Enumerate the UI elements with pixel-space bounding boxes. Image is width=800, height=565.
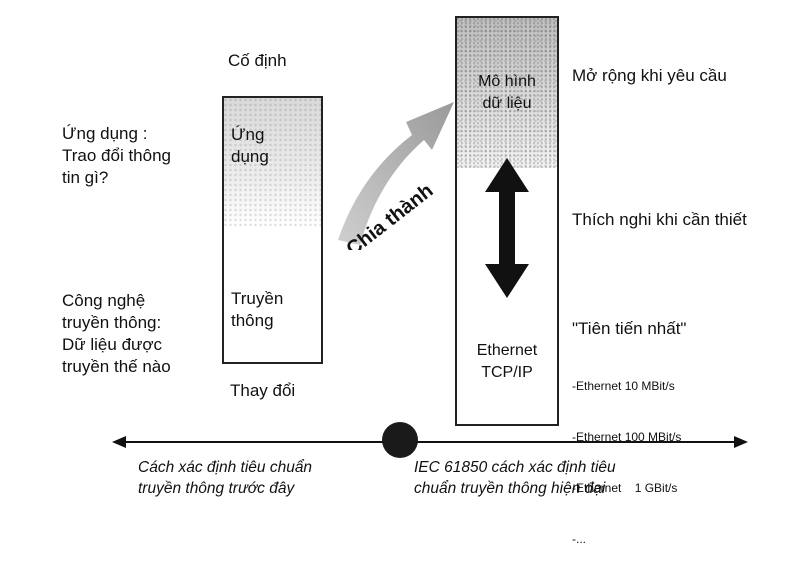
data-model-shading <box>457 18 557 168</box>
state-of-the-art-label: "Tiên tiến nhất" <box>572 319 687 338</box>
data-model-label: Mô hình dữ liệu <box>457 71 557 115</box>
iec61850-caption: IEC 61850 cách xác định tiêu chuẩn truyề… <box>414 457 616 499</box>
split-arrow: Chia thành <box>338 102 454 250</box>
legacy-communication-line-1: Truyền <box>231 289 284 308</box>
double-arrow-icon <box>485 158 529 298</box>
communication-line-2: truyền thông: <box>62 313 162 332</box>
legacy-communication-line-2: thông <box>231 311 274 330</box>
iec61850-caption-line-2: chuẩn truyền thông hiện đại <box>414 480 606 497</box>
timeline-divider-dot <box>382 422 418 458</box>
ethernet-100-item: -Ethernet 100 MBit/s <box>572 430 682 444</box>
legacy-application-line-1: Ứng <box>231 125 265 144</box>
communication-line-3: Dữ liệu được <box>62 335 163 354</box>
communication-description: Công nghệ truyền thông: Dữ liệu được tru… <box>62 290 171 378</box>
ethernet-tcpip-label: Ethernet TCP/IP <box>457 340 557 384</box>
timeline-right-arrowhead <box>734 436 748 448</box>
legacy-caption-line-2: truyền thông trước đây <box>138 480 295 497</box>
changing-label: Thay đổi <box>230 381 296 400</box>
communication-line-1: Công nghệ <box>62 291 146 310</box>
legacy-stack-box: Ứng dụng Truyền thông <box>222 96 323 364</box>
iec61850-stack-box: Mô hình dữ liệu Ethernet TCP/IP <box>455 16 559 426</box>
legacy-application-shading <box>224 98 321 226</box>
application-line-1: Ứng dụng : <box>62 124 148 143</box>
ethernet-more-item: -... <box>572 532 586 546</box>
legacy-caption-line-1: Cách xác định tiêu chuẩn <box>138 459 313 476</box>
ethernet-line: Ethernet <box>476 342 538 359</box>
iec61850-caption-line-1: IEC 61850 cách xác định tiêu <box>414 459 616 476</box>
data-model-line-1: Mô hình <box>478 73 536 90</box>
legacy-communication-label: Truyền thông <box>231 288 283 332</box>
application-line-3: tin gì? <box>62 168 109 187</box>
application-line-2: Trao đổi thông <box>62 146 171 165</box>
fixed-label: Cố định <box>228 51 287 70</box>
timeline <box>112 422 748 458</box>
legacy-caption: Cách xác định tiêu chuẩn truyền thông tr… <box>138 457 312 499</box>
legacy-application-label: Ứng dụng <box>231 124 269 168</box>
extend-on-demand-label: Mở rộng khi yêu cầu <box>572 66 727 85</box>
application-description: Ứng dụng : Trao đổi thông tin gì? <box>62 123 171 189</box>
communication-line-4: truyền thế nào <box>62 357 171 376</box>
data-model-line-2: dữ liệu <box>482 95 532 112</box>
split-arrow-shape <box>338 102 454 245</box>
adapt-when-needed-label: Thích nghi khi cần thiết <box>572 210 747 229</box>
ethernet-10-item: -Ethernet 10 MBit/s <box>572 379 675 393</box>
timeline-left-arrowhead <box>112 436 126 448</box>
legacy-application-line-2: dụng <box>231 147 269 166</box>
tcpip-line: TCP/IP <box>481 364 533 381</box>
ethernet-1g-item: -Ethernet 1 GBit/s <box>572 481 678 495</box>
